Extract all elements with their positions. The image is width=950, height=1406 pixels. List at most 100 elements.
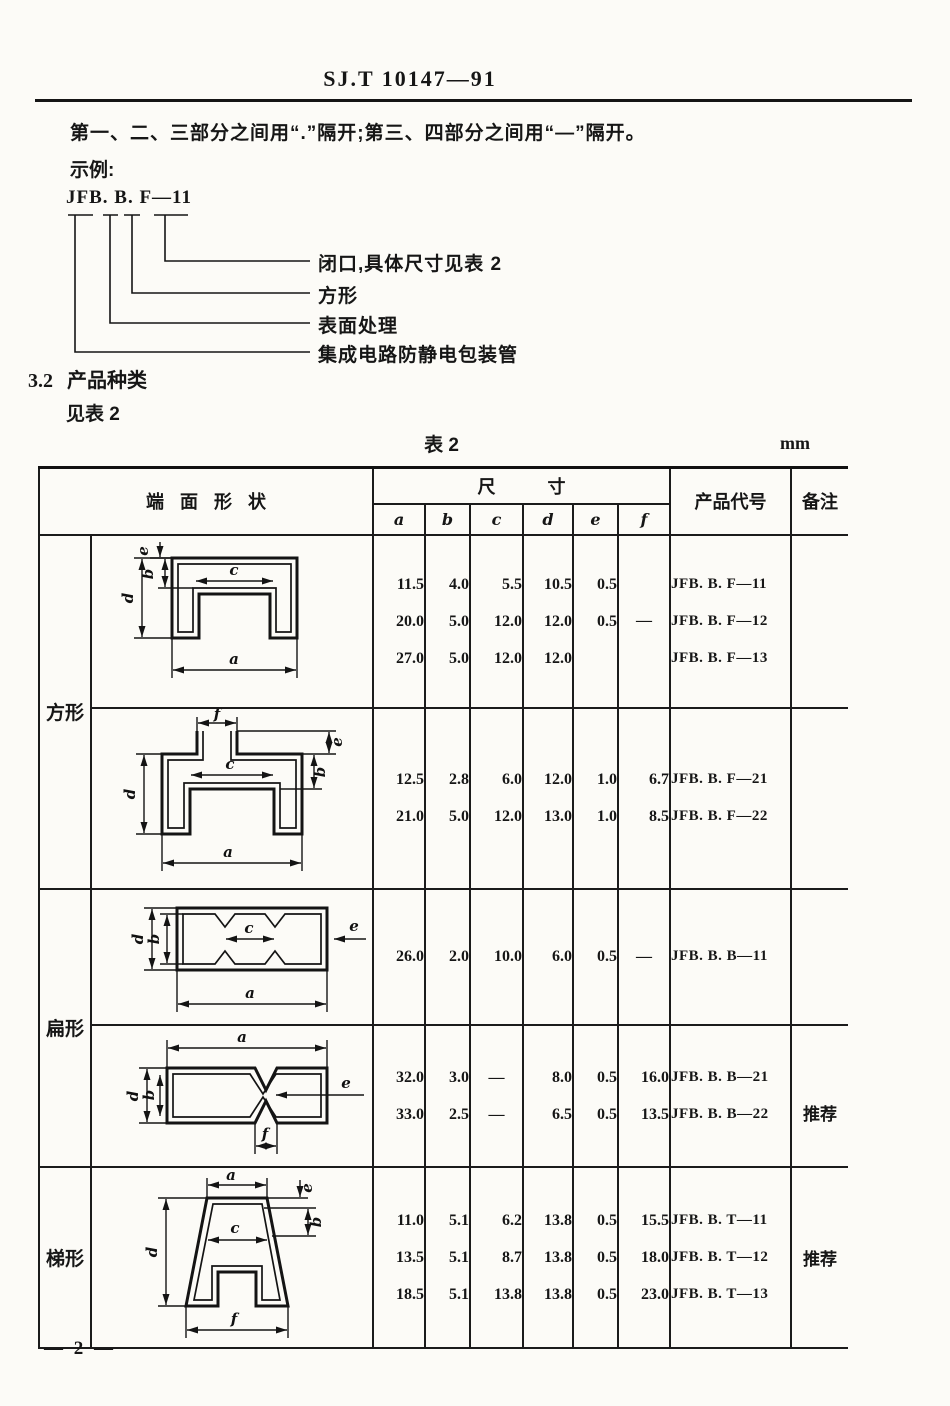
- cross-section-diagram-flat-closed: d b c e a: [129, 906, 366, 1012]
- dim-label-d: d: [129, 933, 147, 944]
- dim-label-c: c: [225, 755, 234, 773]
- dim-label-a: a: [229, 650, 239, 668]
- dim-label-e: e: [341, 1074, 351, 1092]
- col-header-shape: 端面形状: [38, 466, 374, 536]
- dim-label-b: b: [311, 766, 329, 777]
- dim-label-b: b: [307, 1216, 325, 1227]
- example-label: 示例:: [70, 160, 115, 181]
- section-heading: 3.2 产品种类: [28, 364, 147, 393]
- col-header-dim-d: d: [522, 502, 574, 536]
- dim-cell-b: 2.0: [424, 887, 471, 1026]
- dim-label-d: d: [121, 788, 139, 799]
- example-code: JFB. B. F—11: [66, 187, 193, 208]
- shape-label-trapezoid: 梯形: [38, 1165, 92, 1349]
- col-header-dim-f: f: [617, 502, 671, 536]
- dim-label-d: d: [119, 592, 137, 603]
- dim-label-a: a: [226, 1168, 236, 1184]
- callout-square: 方形: [318, 286, 359, 307]
- document-code-header: SJ.T 10147—91: [323, 66, 497, 91]
- header-rule: [35, 99, 912, 102]
- table-caption: 表 2: [424, 435, 459, 456]
- remark-cell: 推荐: [790, 1023, 848, 1168]
- diagram-cell: a e c b d f: [90, 1165, 374, 1349]
- callout-closed-end: 闭口,具体尺寸见表 2: [318, 254, 503, 275]
- see-table-note: 见表 2: [66, 404, 120, 425]
- dim-label-c: c: [244, 919, 253, 937]
- dim-cell-c: ——: [469, 1023, 524, 1168]
- dim-cell-f: —: [617, 887, 671, 1026]
- dim-label-f: f: [230, 1310, 240, 1328]
- remark-cell: [790, 887, 848, 1026]
- cross-section-diagram-square-closed: e b d c a: [119, 541, 299, 678]
- page-number: — 2 —: [44, 1338, 116, 1359]
- cross-section-diagram-flat-open: a d b e f: [124, 1028, 364, 1154]
- dim-label-c: c: [229, 561, 238, 579]
- dim-label-a: a: [223, 843, 233, 861]
- dim-label-a: a: [237, 1028, 247, 1046]
- cross-section-diagram-square-open: f e c b d a: [121, 705, 346, 871]
- dim-label-e: e: [349, 917, 359, 935]
- col-header-remark: 备注: [790, 466, 848, 536]
- naming-rule-text: 第一、二、三部分之间用“.”隔开;第三、四部分之间用“—”隔开。: [70, 123, 646, 144]
- diagram-cell: d b c e a: [90, 887, 374, 1026]
- dim-label-b: b: [139, 568, 157, 579]
- dim-label-f: f: [261, 1125, 271, 1143]
- shape-label-flat: 扁形: [38, 887, 92, 1168]
- dim-cell-d: 6.0: [522, 887, 574, 1026]
- section-number: 3.2: [28, 370, 53, 392]
- col-header-size: 尺寸: [372, 466, 671, 505]
- col-header-dim-e: e: [572, 502, 619, 536]
- table-unit: mm: [780, 433, 810, 453]
- shape-label-square: 方形: [38, 533, 92, 890]
- col-header-dim-c: c: [469, 502, 524, 536]
- dim-label-e: e: [134, 546, 152, 556]
- col-header-dim-b: b: [424, 502, 471, 536]
- dim-label-b: b: [145, 933, 163, 944]
- dim-cell-e: 0.5: [572, 887, 619, 1026]
- col-header-code: 产品代号: [669, 466, 792, 536]
- dim-label-e: e: [298, 1183, 316, 1193]
- dim-label-d: d: [124, 1090, 142, 1101]
- remark-cell: [790, 533, 848, 709]
- dim-cell-c: 10.0: [469, 887, 524, 1026]
- dim-label-a: a: [245, 984, 255, 1002]
- product-spec-table: 端面形状 尺寸 产品代号 备注 a b c d e f 方形 e: [38, 466, 848, 1349]
- diagram-cell: f e c b d a: [90, 705, 374, 890]
- diagram-cell: e b d c a: [90, 533, 374, 709]
- diagram-cell: a d b e f: [90, 1023, 374, 1168]
- section-title: 产品种类: [67, 370, 147, 392]
- dim-label-c: c: [230, 1219, 239, 1237]
- col-header-dim-a: a: [372, 502, 426, 536]
- callout-surface-treatment: 表面处理: [318, 316, 399, 337]
- dim-label-f: f: [213, 709, 223, 723]
- dim-label-e: e: [328, 737, 346, 747]
- dim-label-d: d: [143, 1246, 161, 1257]
- cross-section-diagram-trapezoid: a e c b d f: [143, 1166, 325, 1338]
- callout-product-name: 集成电路防静电包装管: [318, 345, 519, 366]
- remark-cell: 推荐: [790, 1165, 848, 1349]
